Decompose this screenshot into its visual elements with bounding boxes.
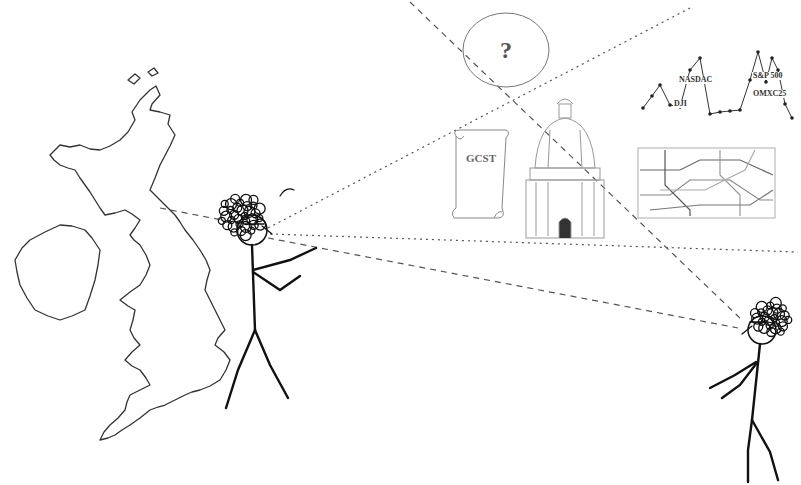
- body: [252, 245, 255, 330]
- tube-line: [650, 190, 773, 210]
- column: [594, 182, 595, 236]
- scroll-curl: [456, 136, 502, 218]
- tube-map: [638, 148, 775, 218]
- nose: [262, 226, 272, 234]
- question-mark: ?: [500, 37, 512, 64]
- uk-map: [15, 68, 230, 440]
- radcliffe-camera: [526, 99, 604, 238]
- chart-points: [641, 50, 794, 120]
- hair-curl: [759, 322, 770, 333]
- head: [237, 215, 267, 245]
- hair-curl: [218, 217, 225, 224]
- hair-curl: [231, 229, 238, 236]
- door: [559, 218, 571, 238]
- hair-curl: [767, 328, 776, 337]
- hair-curl: [223, 221, 232, 230]
- scroll-title: GCST: [466, 152, 496, 164]
- curly-hair: [751, 297, 792, 336]
- data-point: [756, 50, 760, 54]
- sight-line: [268, 238, 738, 328]
- data-point: [650, 94, 654, 98]
- data-point: [783, 102, 787, 106]
- main-body: [526, 180, 604, 238]
- drum: [530, 168, 600, 180]
- hair-curl: [770, 297, 781, 308]
- sight-line: [160, 208, 222, 220]
- lantern-cap: [557, 99, 573, 104]
- feather: [280, 189, 294, 196]
- hair-curl: [221, 200, 228, 207]
- data-point: [708, 112, 712, 116]
- hair-curl: [777, 328, 784, 335]
- dome-rib: [580, 130, 582, 168]
- leg: [255, 330, 288, 398]
- data-point: [770, 56, 774, 60]
- sight-line: [410, 2, 742, 320]
- body: [752, 344, 760, 420]
- arm: [722, 364, 756, 398]
- hair-curl: [249, 195, 258, 204]
- data-point: [764, 80, 768, 84]
- data-point: [718, 110, 722, 114]
- column: [536, 182, 537, 236]
- sight-line: [270, 234, 798, 252]
- hair-curl: [773, 309, 784, 320]
- data-point: [728, 109, 732, 113]
- data-point: [641, 106, 645, 110]
- data-point: [668, 103, 672, 107]
- index-label: NASDAC: [678, 76, 713, 84]
- index-label: DJI: [673, 100, 688, 108]
- hair-curl: [255, 219, 266, 230]
- dome-rib: [548, 130, 550, 168]
- great-britain-outline: [50, 86, 230, 440]
- curly-hair: [218, 194, 265, 240]
- column: [582, 182, 583, 236]
- leg: [748, 420, 752, 482]
- sight-line: [268, 8, 690, 228]
- data-point: [698, 56, 702, 60]
- hair-curl: [785, 316, 792, 323]
- data-point: [790, 116, 794, 120]
- map-frame: [638, 148, 775, 218]
- hair-curl: [254, 203, 265, 214]
- thought-circle: [463, 13, 549, 87]
- data-point: [658, 83, 662, 87]
- hair-curl: [240, 230, 251, 241]
- stock-chart: [643, 52, 792, 118]
- question-circle: ?: [462, 12, 550, 88]
- dome: [535, 118, 595, 168]
- leg: [752, 420, 778, 480]
- hair-curl: [754, 322, 763, 331]
- nose: [742, 326, 752, 334]
- tube-line: [720, 150, 740, 216]
- stick-figure: [710, 316, 778, 482]
- ireland-outline: [15, 225, 100, 320]
- arm: [253, 248, 316, 270]
- tube-line: [660, 150, 755, 190]
- orkney-islands: [128, 68, 158, 84]
- index-label: S&P 500: [752, 72, 784, 80]
- leg: [226, 330, 255, 408]
- index-label: OMXC25: [752, 90, 787, 98]
- hair-curl: [244, 206, 255, 217]
- stick-figure: [226, 189, 316, 408]
- hair-curl: [241, 194, 252, 205]
- scroll-paper: [452, 130, 508, 218]
- scroll: GCST: [450, 128, 512, 220]
- lantern: [559, 104, 571, 118]
- hair-curl: [756, 301, 767, 312]
- data-point: [688, 68, 692, 72]
- column: [548, 182, 549, 236]
- price-line: [643, 52, 792, 118]
- tube-line: [640, 160, 773, 175]
- arm: [253, 272, 300, 290]
- hair-curl: [231, 194, 240, 203]
- data-point: [738, 108, 742, 112]
- scroll-outline: [450, 128, 512, 220]
- hair-curl: [751, 309, 760, 318]
- tube-line: [640, 180, 773, 200]
